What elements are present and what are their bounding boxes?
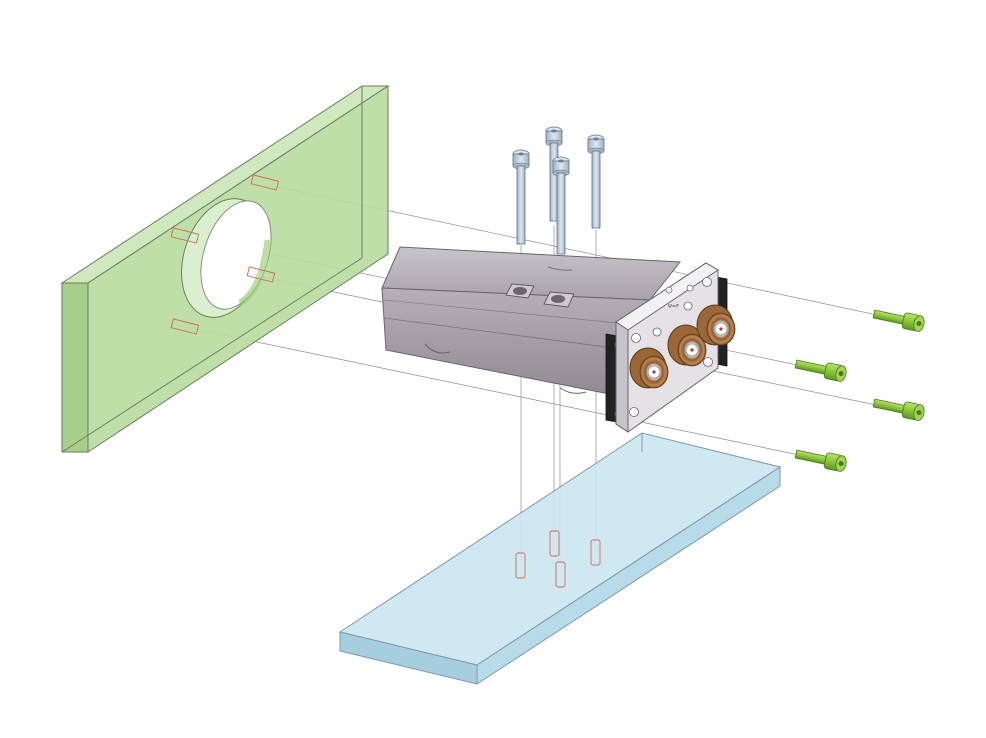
base-insert [515,552,526,579]
base-insert [590,539,601,566]
horizontal-screw [872,309,925,332]
base-insert [555,561,566,588]
base-insert [549,530,560,557]
vertical-cap-screws [512,126,605,255]
horizontal-screw [872,398,925,421]
front-end-plate: Ψ=F [615,262,736,433]
horizontal-screw [794,359,847,382]
fitting-port [629,347,669,389]
plate-insert [246,266,276,283]
plate-insert [250,174,280,191]
top-screw-holes [505,283,575,308]
plate-marking: Ψ=F [668,304,679,310]
fitting-port [696,304,736,346]
horizontal-cap-screws [794,309,925,472]
vertical-screw [512,149,530,245]
plate-insert [170,318,200,335]
mounting-plate [60,85,390,453]
fitting-port [667,324,707,367]
vertical-screw [587,134,605,229]
vertical-screw [552,156,570,255]
base-inserts [515,530,601,588]
fitting-ports [629,304,736,389]
valve-body [381,246,681,401]
plate-insert [170,227,200,244]
base-plate [338,432,782,685]
horizontal-screw [794,449,847,472]
plate-inserts [170,174,280,335]
